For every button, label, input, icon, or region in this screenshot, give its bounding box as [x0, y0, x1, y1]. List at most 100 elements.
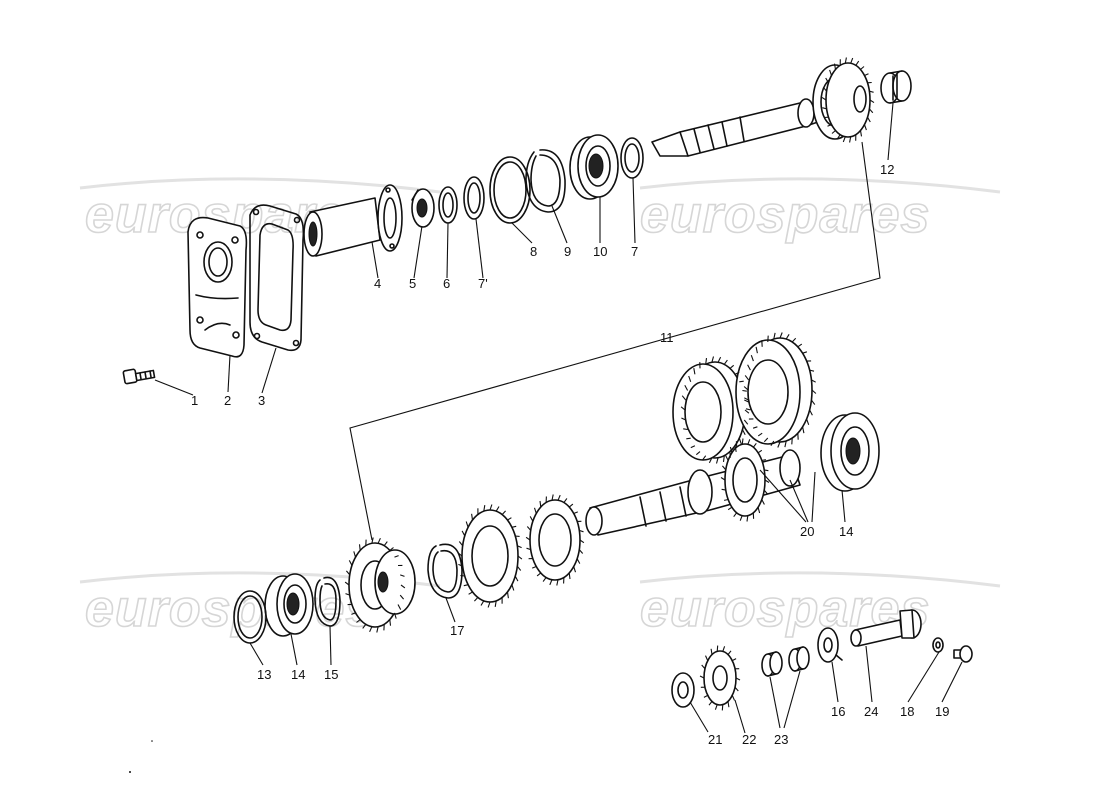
callout-7-prime: 7': [478, 276, 488, 291]
gear-tooth: [747, 364, 751, 371]
gear-tooth: [770, 440, 775, 446]
callout-7: 7: [631, 244, 638, 259]
part-bolt: [122, 368, 156, 385]
gear-tooth: [358, 544, 361, 551]
gear-tooth: [710, 648, 713, 655]
gear-tooth: [727, 506, 733, 511]
gear-tooth: [393, 612, 397, 619]
gear-tooth: [483, 505, 486, 512]
callout-15: 15: [324, 667, 338, 682]
part-screw-19: [953, 645, 973, 663]
gear-tooth: [742, 389, 747, 392]
gear-tooth: [397, 604, 402, 610]
part-input-shaft: [651, 57, 875, 157]
gear-tooth: [501, 510, 506, 515]
callout-3: 3: [258, 393, 265, 408]
gear-tooth: [821, 96, 827, 101]
part-shim-ring: [489, 156, 531, 224]
gear-tooth: [465, 521, 469, 528]
callout-24: 24: [864, 704, 878, 719]
gear-tooth: [400, 574, 405, 577]
gear-tooth: [715, 457, 719, 464]
gear-tooth: [579, 529, 584, 533]
part-reverse-idler-gear: [699, 645, 741, 711]
gear-tooth: [489, 504, 493, 511]
gear-tooth: [680, 406, 686, 411]
gear-tooth: [705, 358, 708, 365]
gear-tooth: [734, 445, 737, 452]
gear-tooth: [761, 499, 765, 505]
gear-tooth: [722, 455, 725, 462]
gear-tooth: [723, 359, 728, 365]
gear-tooth: [516, 565, 522, 571]
gear-tooth: [729, 364, 735, 369]
gear-tooth: [806, 418, 810, 425]
gear-tooth: [750, 355, 754, 362]
callout-5: 5: [409, 276, 416, 291]
gear-tooth: [362, 623, 367, 629]
gear-tooth: [744, 409, 750, 414]
gear-tooth: [699, 675, 705, 679]
callout-2: 2: [224, 393, 231, 408]
callout-16: 16: [831, 704, 845, 719]
gear-tooth: [746, 515, 749, 522]
gear-tooth: [752, 442, 757, 448]
gear-tooth: [480, 600, 485, 606]
part-output-bearing: [264, 573, 314, 637]
watermark-text-2: eurospares: [640, 186, 930, 244]
watermark-text-3: eurospares: [85, 580, 375, 638]
gear-tooth: [383, 541, 388, 547]
part-needle-roller-b: [788, 646, 810, 672]
gear-tooth: [461, 530, 466, 537]
callout-4: 4: [374, 276, 381, 291]
gear-tooth: [732, 658, 737, 662]
gear-tooth: [743, 419, 749, 425]
part-small-bearing: [411, 188, 435, 228]
gear-tooth: [356, 619, 361, 623]
gear-tooth: [576, 558, 581, 564]
gear-tooth: [351, 612, 356, 615]
gear-tooth: [844, 57, 847, 64]
part-bearing-retainer-sleeve: [303, 184, 403, 257]
gear-tooth: [869, 90, 874, 93]
gear-tooth: [525, 536, 531, 541]
callout-13: 13: [257, 667, 271, 682]
gear-tooth: [716, 645, 719, 652]
part-gasket: [249, 204, 305, 352]
gear-tooth: [471, 513, 474, 521]
gear-tooth: [810, 399, 816, 405]
callout-10: 10: [593, 244, 607, 259]
gear-tooth: [741, 438, 744, 445]
gear-tooth: [734, 686, 739, 692]
gear-tooth: [511, 525, 517, 528]
gear-tooth: [578, 549, 584, 554]
gear-tooth: [764, 479, 770, 483]
gear-tooth: [556, 579, 559, 586]
gear-tooth: [526, 526, 532, 531]
gear-tooth: [859, 130, 863, 137]
gear-tooth: [733, 512, 738, 518]
gear-tooth: [703, 694, 708, 698]
callout-20: 20: [800, 524, 814, 539]
part-washer-7-prime: [463, 176, 485, 220]
gear-tooth: [827, 123, 832, 127]
gear-tooth: [777, 441, 781, 448]
gear-tooth: [690, 445, 696, 449]
gear-tooth: [389, 619, 392, 626]
gear-tooth: [468, 591, 473, 595]
callout-23: 23: [774, 732, 788, 747]
gear-tooth: [745, 408, 751, 411]
gear-tooth: [738, 438, 742, 445]
gear-tooth: [739, 380, 744, 383]
callout-17: 17: [450, 623, 464, 638]
gear-tooth: [494, 600, 497, 607]
callout-18: 18: [900, 704, 914, 719]
gear-tooth: [517, 545, 522, 549]
gear-tooth: [400, 584, 406, 589]
gear-tooth: [731, 695, 736, 701]
gear-tooth: [568, 503, 574, 508]
callout-12: 12: [880, 162, 894, 177]
part-layshaft-cluster-gear: [585, 332, 817, 536]
gear-tooth: [536, 572, 542, 577]
